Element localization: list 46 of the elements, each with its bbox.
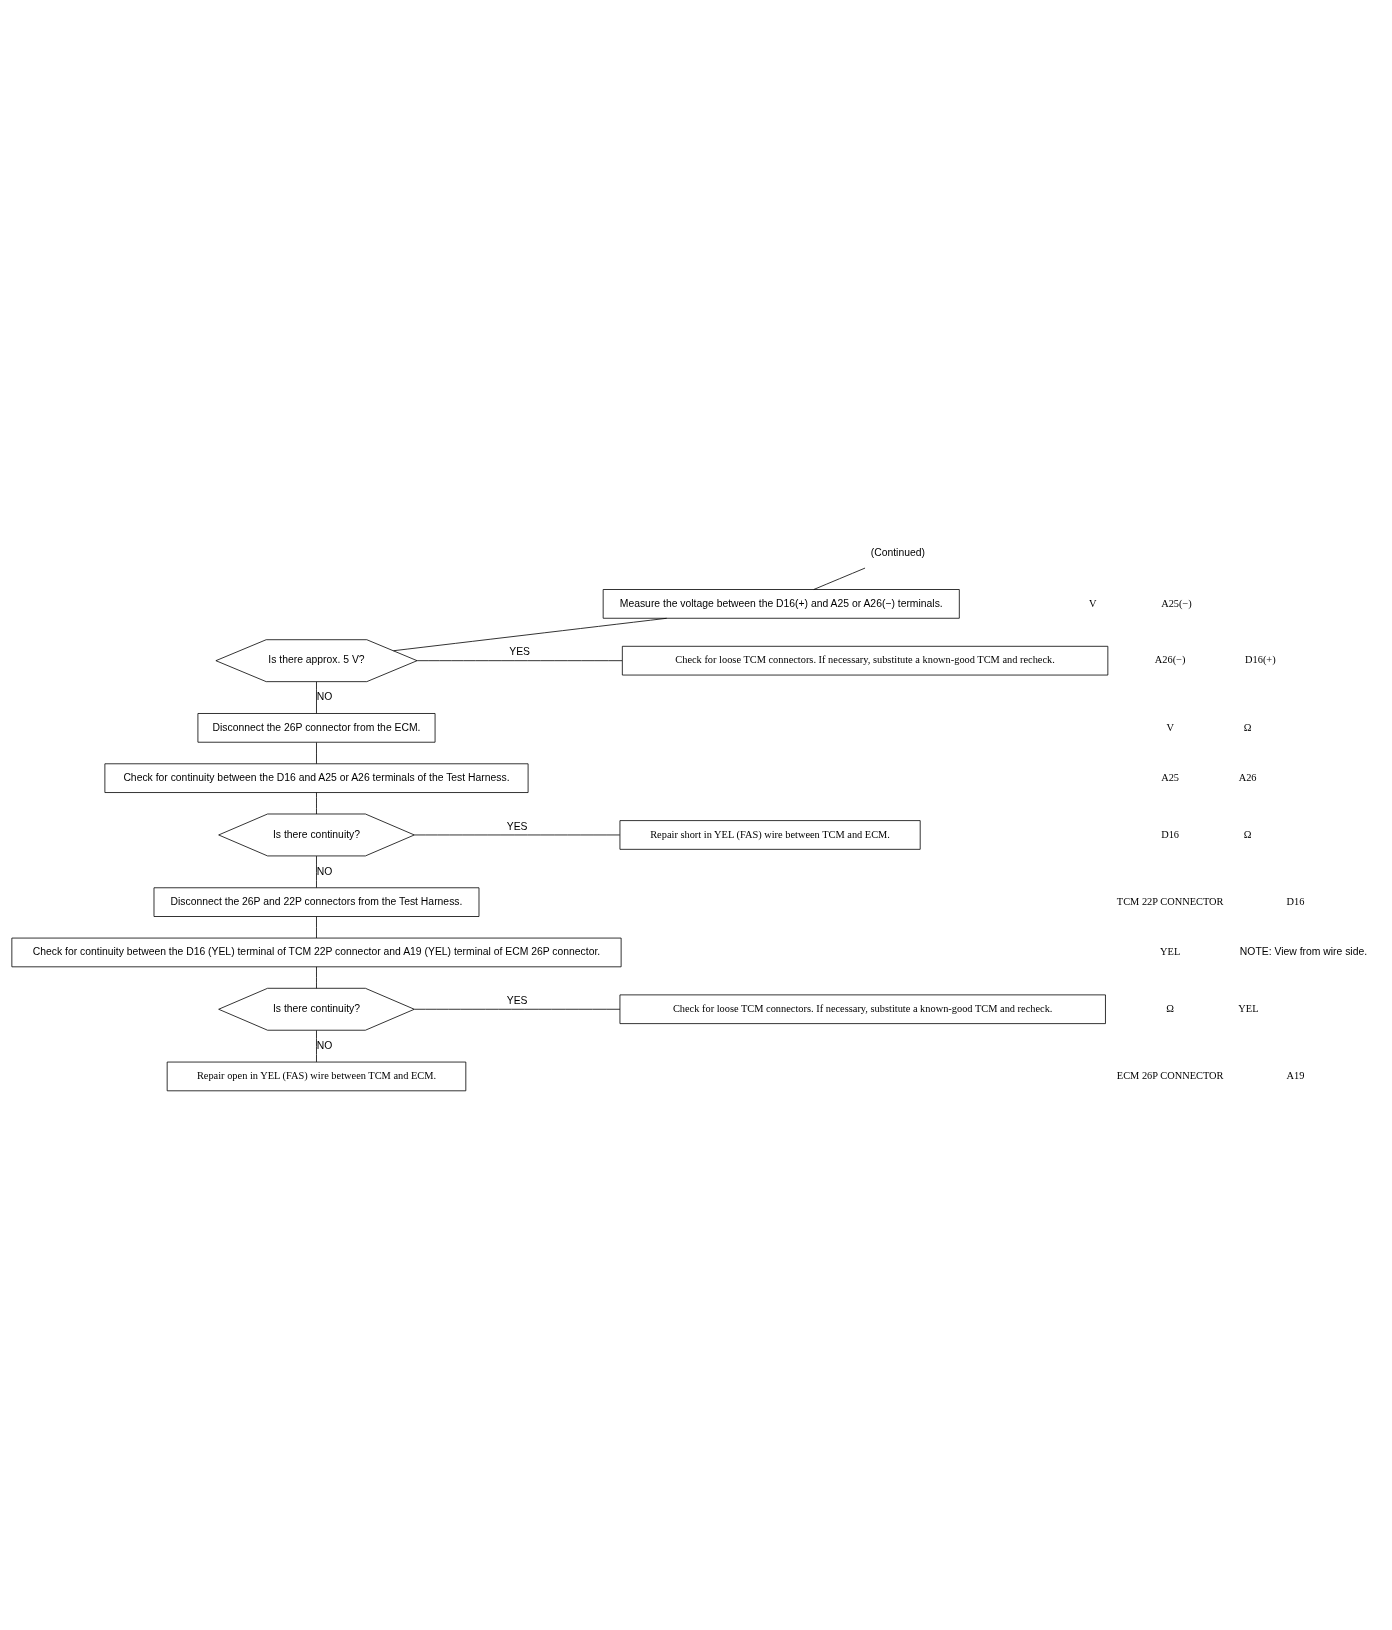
label: YEL (1238, 1002, 1259, 1014)
connector (316, 681, 317, 714)
label: V (1088, 597, 1097, 609)
edge-label: YES (509, 646, 530, 658)
label: Ω (1243, 828, 1252, 840)
connector (316, 792, 317, 815)
node-box: Measure the voltage between the D16(+) and A25 or A26(−) terminals. (602, 589, 960, 619)
label: NOTE: View from wire side. (1239, 946, 1368, 958)
label: D16 (1286, 895, 1305, 907)
connector (813, 567, 866, 590)
label: V (1166, 721, 1174, 733)
node-box: Repair short in YEL (FAS) wire between TCM and ECM. (619, 820, 921, 850)
label: A19 (1286, 1070, 1305, 1082)
node-box: Repair open in YEL (FAS) wire between TCM and ECM. (166, 1061, 467, 1092)
connector (316, 916, 317, 939)
label: YEL (1160, 946, 1181, 958)
edge-label: NO (316, 691, 333, 703)
label: Ω (1166, 1002, 1174, 1014)
label: ECM 26P CONNECTOR (1116, 1070, 1224, 1082)
connector (316, 742, 317, 765)
node-box: Disconnect the 26P connector from the ECM. (197, 713, 436, 743)
node-box: Check for continuity between the D16 and A25 or A26 terminals of the Test Harness. (104, 763, 529, 793)
node-box: Disconnect the 26P and 22P connectors from the Test Harness. (153, 887, 480, 917)
node-text: (Continued) (870, 547, 925, 559)
connector (316, 855, 317, 888)
connector (416, 660, 623, 662)
edge-label: NO (316, 865, 333, 877)
label: Ω (1243, 721, 1252, 733)
connector (316, 966, 317, 989)
label: A25(−) (1161, 597, 1192, 609)
connector (316, 1030, 317, 1063)
label: A26(−) (1154, 654, 1186, 666)
edge-label: NO (316, 1039, 333, 1051)
connector (413, 834, 621, 836)
label: TCM 22P CONNECTOR (1116, 895, 1224, 907)
connector (393, 617, 668, 652)
node-box: Check for continuity between the D16 (YEL) terminal of TCM 22P connector and A19 (YEL) terminal of ECM 26P connector. (11, 937, 622, 968)
edge-label: YES (506, 994, 528, 1006)
edge-label: YES (506, 820, 528, 832)
label: D16 (1161, 828, 1180, 840)
label: A26 (1238, 771, 1257, 783)
node-box: Check for loose TCM connectors. If necessary, substitute a known-good TCM and recheck. (619, 994, 1106, 1024)
label: D16(+) (1245, 654, 1276, 666)
node-box: Check for loose TCM connectors. If necessary, substitute a known-good TCM and recheck. (621, 645, 1109, 676)
connector (414, 1008, 621, 1010)
label: A25 (1161, 771, 1180, 783)
